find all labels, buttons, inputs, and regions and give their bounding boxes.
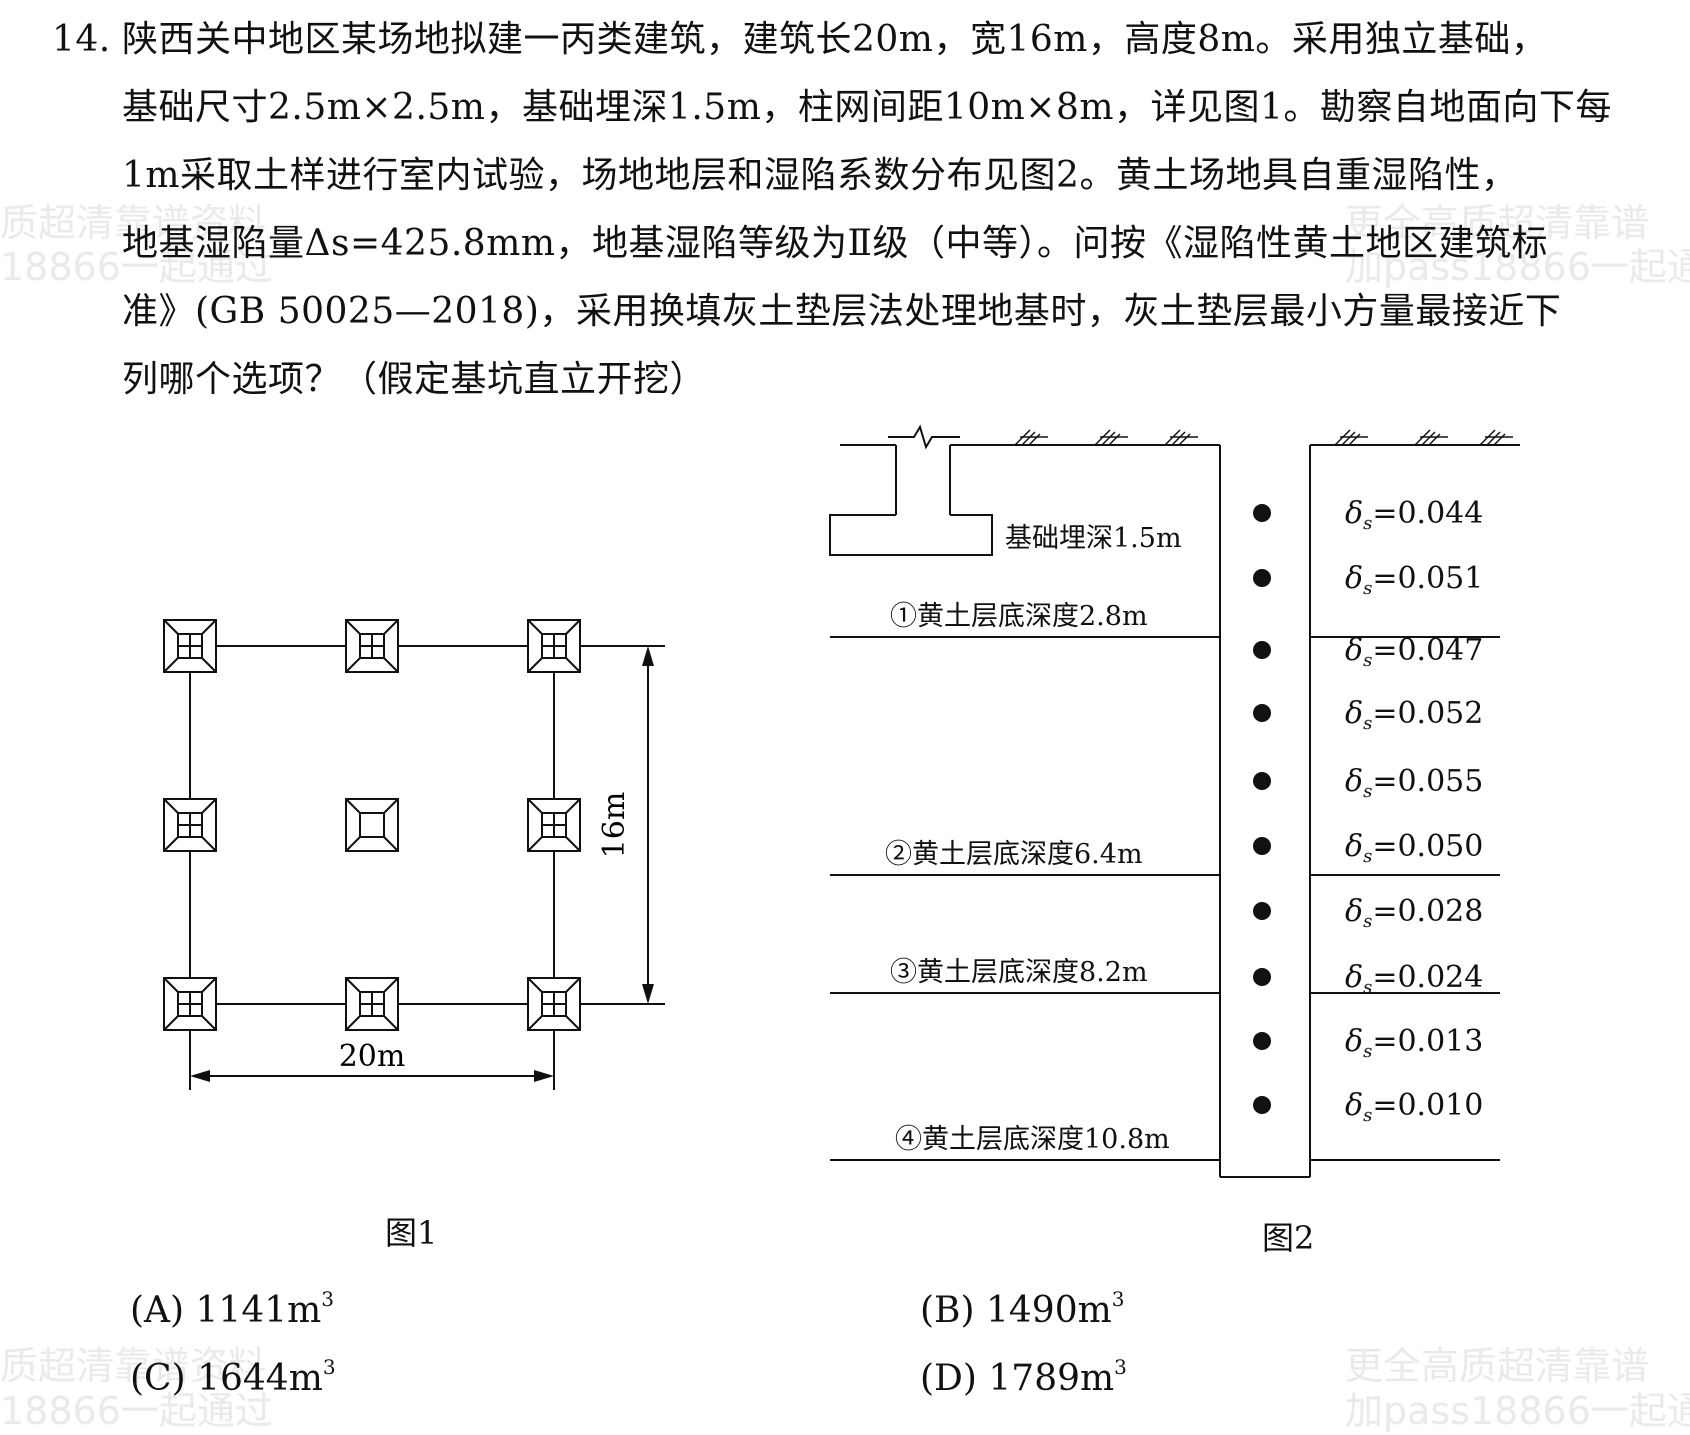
watermark-text: 更全高质超清靠谱	[1345, 201, 1650, 245]
dimension-label-width: 20m	[339, 1039, 406, 1074]
question-line: 1m采取土样进行室内试验，场地地层和湿陷系数分布见图2。黄土场地具自重湿陷性，	[122, 155, 1518, 196]
sample-point	[1253, 968, 1271, 986]
footing-symbol	[345, 977, 399, 1031]
footing-symbol	[527, 977, 581, 1031]
footing-symbol	[527, 798, 581, 852]
arrowhead	[190, 1070, 210, 1082]
collapsibility-coefficient: δs=0.010	[1345, 1088, 1483, 1126]
collapsibility-coefficient: δs=0.055	[1345, 764, 1483, 802]
option-c[interactable]: (C) 1644m3	[130, 1355, 336, 1399]
arrowhead	[534, 1070, 554, 1082]
collapsibility-coefficient: δs=0.051	[1345, 561, 1483, 599]
question-line: 基础尺寸2.5m×2.5m，基础埋深1.5m，柱网间距10m×8m，详见图1。勘…	[122, 87, 1612, 128]
question-line: 准》(GB 50025—2018)，采用换填灰土垫层法处理地基时，灰土垫层最小方…	[122, 291, 1562, 332]
collapsibility-coefficient: δs=0.050	[1345, 829, 1483, 867]
sample-point	[1253, 772, 1271, 790]
watermark-text: 质超清靠谱资料	[0, 1344, 267, 1388]
option-d[interactable]: (D) 1789m3	[920, 1355, 1127, 1399]
option-text: (D) 1789m	[920, 1358, 1115, 1399]
question-line: 陕西关中地区某场地拟建一丙类建筑，建筑长20m，宽16m，高度8m。采用独立基础…	[122, 19, 1548, 60]
figure-1-caption: 图1	[385, 1214, 438, 1252]
dimension-label-height: 16m	[597, 792, 632, 859]
layer-label: ②黄土层底深度6.4m	[885, 839, 1143, 870]
option-b[interactable]: (B) 1490m3	[920, 1287, 1125, 1331]
sample-point	[1253, 1096, 1271, 1114]
option-text: (B) 1490m	[920, 1290, 1112, 1331]
ground-hatch	[1014, 429, 1513, 446]
collapsibility-coefficient: δs=0.052	[1345, 696, 1483, 734]
sample-point	[1253, 704, 1271, 722]
sample-point	[1253, 902, 1271, 920]
layer-label: ④黄土层底深度10.8m	[895, 1124, 1170, 1155]
option-unit-exponent: 3	[1114, 1355, 1127, 1379]
layer-label: ③黄土层底深度8.2m	[890, 957, 1148, 988]
option-a[interactable]: (A) 1141m3	[130, 1287, 335, 1331]
footing-symbol	[163, 977, 217, 1031]
question-number: 14.	[52, 19, 111, 60]
watermark-text: 更全高质超清靠谱	[1345, 1344, 1650, 1388]
figure-2-caption: 图2	[1262, 1219, 1315, 1257]
arrowhead	[642, 646, 654, 666]
option-text: (A) 1141m	[130, 1290, 322, 1331]
sample-point	[1253, 837, 1271, 855]
collapsibility-coefficient: δs=0.024	[1345, 960, 1483, 998]
figure-1-column-grid: 20m 16m	[140, 600, 700, 1120]
footing-symbol	[163, 798, 217, 852]
option-unit-exponent: 3	[322, 1355, 336, 1379]
question-line: 地基湿陷量Δs=425.8mm，地基湿陷等级为Ⅱ级（中等）。问按《湿陷性黄土地区…	[122, 223, 1548, 264]
collapsibility-coefficient: δs=0.013	[1345, 1024, 1483, 1062]
sample-point	[1253, 504, 1271, 522]
option-unit-exponent: 3	[1111, 1287, 1125, 1311]
option-unit-exponent: 3	[321, 1287, 335, 1311]
arrowhead	[642, 984, 654, 1004]
footing-outline	[829, 514, 993, 556]
collapsibility-coefficient: δs=0.044	[1345, 496, 1483, 534]
layer-label: ①黄土层底深度2.8m	[890, 601, 1148, 632]
question-line: 列哪个选项？（假定基坑直立开挖）	[122, 359, 707, 400]
sample-point	[1253, 641, 1271, 659]
soil-profile-diagram: 基础埋深1.5m ①黄土层底深度2.8m ②黄土层底深度6.4m ③黄土层底深度…	[829, 424, 1520, 1178]
column-grid-diagram: 20m 16m	[163, 619, 665, 1090]
watermark-text: 质超清靠谱资料	[0, 201, 267, 245]
footing-symbol	[345, 619, 399, 673]
watermark-text: 18866一起通过	[0, 245, 273, 289]
foundation-depth-label: 基础埋深1.5m	[1005, 523, 1182, 554]
footing-symbol	[527, 619, 581, 673]
option-text: (C) 1644m	[130, 1358, 323, 1399]
collapsibility-coefficient: δs=0.047	[1345, 633, 1483, 671]
watermark-text: 加pass18866一起通	[1345, 1389, 1690, 1433]
sample-point	[1253, 569, 1271, 587]
footing-symbol	[163, 619, 217, 673]
footing-symbol	[345, 798, 399, 852]
collapsibility-coefficient: δs=0.028	[1345, 894, 1483, 932]
sample-point	[1253, 1032, 1271, 1050]
break-symbol	[888, 424, 960, 450]
figure-2-soil-profile: 基础埋深1.5m ①黄土层底深度2.8m ②黄土层底深度6.4m ③黄土层底深度…	[810, 415, 1540, 1190]
watermark-text: 加pass18866一起通	[1345, 245, 1690, 289]
